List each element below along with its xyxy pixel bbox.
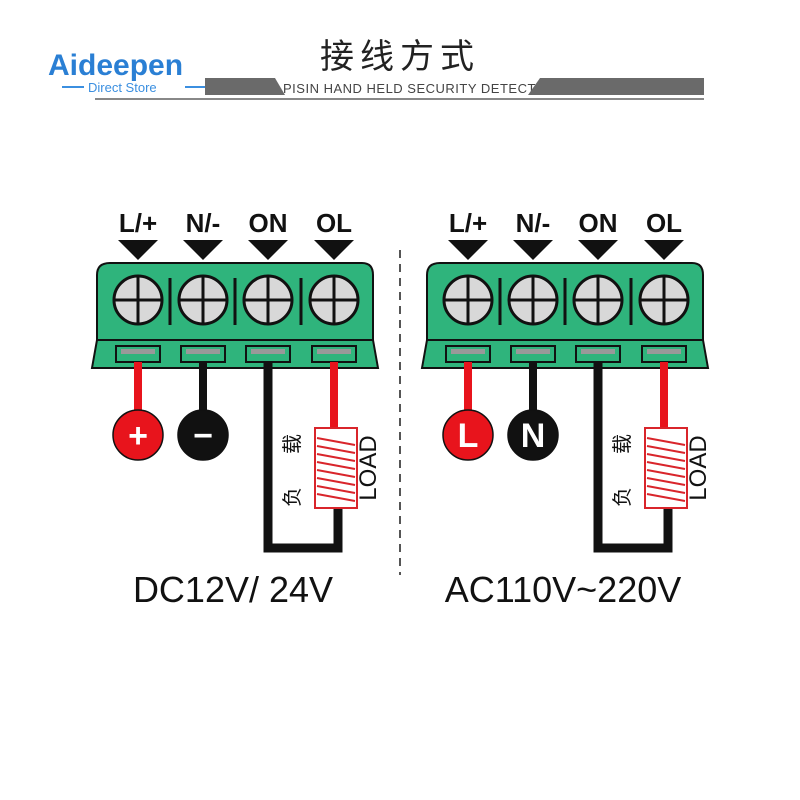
terminal-label: OL <box>646 208 682 238</box>
terminal-label: L/+ <box>449 208 487 238</box>
load-coil-stripe <box>646 461 686 470</box>
load-label-cn-top: 载 <box>281 434 304 454</box>
page-subtitle: PISIN HAND HELD SECURITY DETECTOR <box>283 81 556 96</box>
wire-clamp-plate <box>121 349 155 354</box>
source-terminal-icon <box>112 409 164 461</box>
wire-on-to-load <box>593 362 673 553</box>
load-coil-stripe <box>646 485 686 494</box>
terminal-label: ON <box>579 208 618 238</box>
load-label-cn-bottom: 负 <box>281 487 304 507</box>
arrow-down-icon <box>448 240 488 260</box>
load-coil-stripe <box>316 445 356 454</box>
terminal-label: N/- <box>516 208 551 238</box>
load-label-en: LOAD <box>355 435 382 500</box>
source-terminal-icon <box>507 409 559 461</box>
arrow-down-icon <box>248 240 288 260</box>
brand-logo: Aideepen <box>48 49 183 82</box>
terminal-block-base <box>90 339 380 369</box>
load-coil-stripe <box>316 485 356 494</box>
wire-clamp-plate <box>317 349 351 354</box>
terminal-label: ON <box>249 208 288 238</box>
wire-clamp-plate <box>581 349 615 354</box>
load-label-cn-bottom: 负 <box>611 487 634 507</box>
terminal-block-base <box>420 339 710 369</box>
load-coil-stripe <box>646 445 686 454</box>
load-coil-stripe <box>646 469 686 478</box>
load-coil-stripe <box>646 477 686 486</box>
load-coil-stripe <box>316 437 356 446</box>
wire-on-to-load <box>263 362 343 553</box>
wire-clamp-plate <box>251 349 285 354</box>
arrow-down-icon <box>183 240 223 260</box>
wire-clamp-plate <box>186 349 220 354</box>
terminal-label: N/- <box>186 208 221 238</box>
load-coil-stripe <box>316 461 356 470</box>
source-terminal-label: L <box>458 417 479 455</box>
load-coil-stripe <box>316 477 356 486</box>
supply-caption: AC110V~220V <box>445 569 682 610</box>
header-bar-left <box>205 78 285 95</box>
source-terminal-label: − <box>193 417 213 455</box>
wiring-panel-1: L/+ N/- ON OL + − 载负 LOAD DC12V/ 24V <box>90 208 382 610</box>
arrow-down-icon <box>578 240 618 260</box>
page-title: 接线方式 <box>320 38 480 76</box>
load-coil-stripe <box>316 453 356 462</box>
source-terminal-label: N <box>521 417 546 455</box>
source-terminal-label: + <box>128 417 148 455</box>
load-coil-stripe <box>646 493 686 502</box>
load-coil-stripe <box>646 453 686 462</box>
arrow-down-icon <box>513 240 553 260</box>
arrow-down-icon <box>314 240 354 260</box>
arrow-down-icon <box>118 240 158 260</box>
source-terminal-icon <box>442 409 494 461</box>
load-coil-stripe <box>646 437 686 446</box>
wire-clamp-plate <box>451 349 485 354</box>
load-label-cn-top: 载 <box>611 434 634 454</box>
brand-subtitle: Direct Store <box>88 80 157 95</box>
load-coil-stripe <box>316 469 356 478</box>
supply-caption: DC12V/ 24V <box>133 569 333 610</box>
load-coil-stripe <box>316 493 356 502</box>
source-terminal-icon <box>177 409 229 461</box>
wiring-panel-2: L/+ N/- ON OL L N 载负 LOAD AC110V~220V <box>420 208 712 610</box>
terminal-label: L/+ <box>119 208 157 238</box>
arrow-down-icon <box>644 240 684 260</box>
wire-clamp-plate <box>516 349 550 354</box>
header: Aideepen Direct Store 接线方式 PISIN HAND HE… <box>48 38 704 100</box>
header-bar-right <box>528 78 704 95</box>
terminal-label: OL <box>316 208 352 238</box>
load-label-en: LOAD <box>685 435 712 500</box>
wire-clamp-plate <box>647 349 681 354</box>
